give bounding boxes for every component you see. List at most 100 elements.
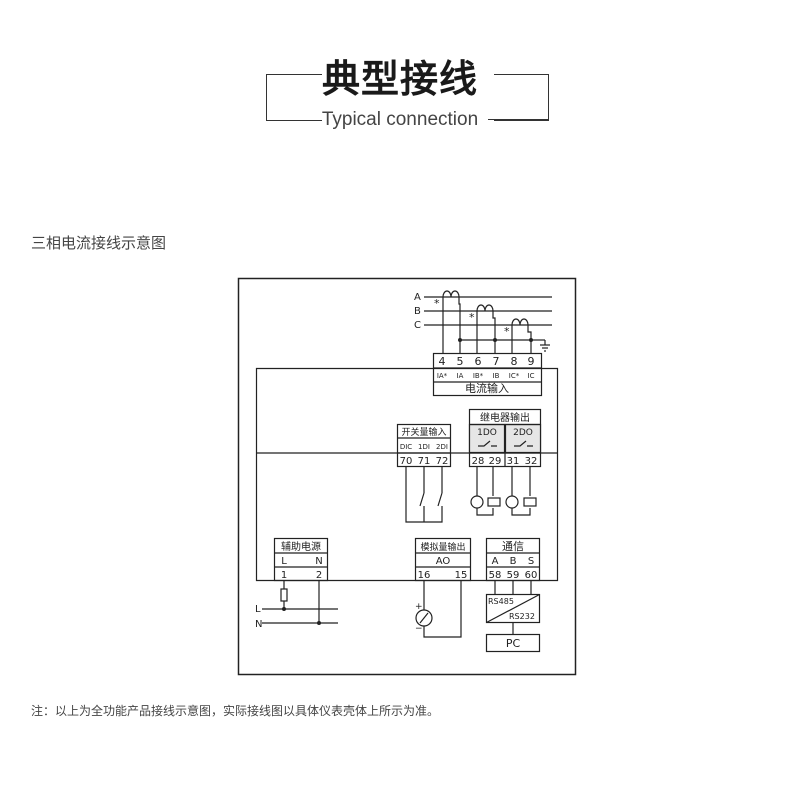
junction-n <box>317 621 321 625</box>
ct-coil-a <box>442 290 460 298</box>
signal-ic: IC <box>528 372 535 380</box>
communication-block <box>485 537 541 582</box>
terminal-9: 9 <box>528 355 535 368</box>
meter-minus: − <box>415 624 423 634</box>
junction-c <box>529 338 533 342</box>
analog-output-title: 模拟量输出 <box>420 541 465 553</box>
current-input-block <box>432 352 543 397</box>
signal-ic-star: IC* <box>509 372 520 380</box>
rs485-rs232-converter <box>485 593 541 624</box>
ct-mark-a: * <box>434 297 440 310</box>
terminal-29: 29 <box>489 456 502 467</box>
section-label: 三相电流接线示意图 <box>31 234 167 252</box>
terminal-28: 28 <box>472 456 485 467</box>
relay-coil-1do <box>487 497 501 507</box>
current-signals: IA* IA IB* IB IC* IC <box>437 372 535 380</box>
junction-b <box>493 338 497 342</box>
terminal-32: 32 <box>525 456 538 467</box>
aux-power-wiring <box>283 581 320 623</box>
analog-output-wiring <box>423 581 462 638</box>
header-frame-bottom-right <box>488 119 548 120</box>
aux-signal-l: L <box>281 556 287 567</box>
relay-channel-1do: 1DO <box>477 428 497 438</box>
terminal-4: 4 <box>439 355 446 368</box>
terminal-5: 5 <box>457 355 464 368</box>
relay-channel-2do: 2DO <box>513 428 533 438</box>
relay-coil-2do <box>523 497 537 507</box>
ct-coil-c <box>511 318 529 326</box>
terminal-2: 2 <box>316 570 322 581</box>
relay-circuit-2do <box>511 467 531 516</box>
terminal-72: 72 <box>436 456 449 467</box>
signal-2di: 2DI <box>436 443 448 451</box>
terminal-6: 6 <box>475 355 482 368</box>
current-input-title: 电流输入 <box>465 381 509 395</box>
analog-signal-ao: AO <box>436 556 451 567</box>
signal-dic: DIC <box>400 443 412 451</box>
header-frame-right <box>494 74 549 121</box>
converter-top-label: RS485 <box>488 597 514 606</box>
signal-1di: 1DI <box>418 443 430 451</box>
communication-wiring <box>494 581 532 594</box>
communication-title: 通信 <box>502 540 524 553</box>
signal-ia-star: IA* <box>437 372 448 380</box>
ct-mark-c: * <box>504 325 510 338</box>
ct-coil-b <box>476 304 494 312</box>
pc-label: PC <box>506 637 521 650</box>
comm-signal-a: A <box>492 556 499 567</box>
terminal-31: 31 <box>507 456 520 467</box>
line-l-label: L <box>255 604 261 615</box>
phase-c-label: C <box>414 320 421 331</box>
comm-signal-b: B <box>510 556 517 567</box>
meter-plus: + <box>415 602 423 612</box>
analog-output-block <box>414 537 472 582</box>
ct-lead-c <box>527 325 532 354</box>
line-n-label: N <box>255 619 262 630</box>
phase-a-label: A <box>414 292 421 303</box>
terminal-7: 7 <box>493 355 500 368</box>
junction-l <box>282 607 286 611</box>
terminal-71: 71 <box>418 456 431 467</box>
relay-contact-1do <box>478 440 497 447</box>
signal-ib-star: IB* <box>473 372 484 380</box>
terminal-70: 70 <box>400 456 413 467</box>
converter-bottom-label: RS232 <box>509 612 535 621</box>
relay-lamp-2do <box>505 495 519 509</box>
switch-input-title: 开关量输入 <box>401 426 446 438</box>
phase-b-label: B <box>414 306 421 317</box>
terminal-58: 58 <box>489 570 502 581</box>
diagram-frame <box>237 277 577 676</box>
terminal-16: 16 <box>418 570 431 581</box>
relay-output-title: 继电器输出 <box>480 411 530 424</box>
page-title: 典型接线 <box>321 57 478 101</box>
page-subtitle: Typical connection <box>321 109 479 130</box>
aux-power-block <box>273 537 329 582</box>
header-frame-left <box>266 74 322 121</box>
signal-ib: IB <box>493 372 500 380</box>
ct-lead-b <box>492 311 496 354</box>
terminal-15: 15 <box>455 570 468 581</box>
analog-meter-needle <box>419 612 429 624</box>
junction-a <box>458 338 462 342</box>
aux-signal-n: N <box>315 556 322 567</box>
pc-box <box>485 633 541 653</box>
switch-contacts <box>405 467 443 523</box>
current-terminal-numbers: 4 5 6 7 8 9 <box>439 355 535 368</box>
signal-ia: IA <box>457 372 464 380</box>
comm-signal-s: S <box>528 556 534 567</box>
relay-2do-area <box>504 423 542 454</box>
terminal-59: 59 <box>507 570 520 581</box>
ct-mark-b: * <box>469 311 475 324</box>
switch-input-block <box>396 423 452 468</box>
converter-diagonal <box>486 593 540 624</box>
relay-circuit-1do <box>476 467 494 516</box>
ct-lead-a <box>458 297 461 354</box>
terminal-8: 8 <box>511 355 518 368</box>
aux-power-title: 辅助电源 <box>281 540 321 553</box>
terminal-60: 60 <box>525 570 538 581</box>
analog-meter <box>415 609 433 627</box>
fuse <box>280 588 288 602</box>
footnote: 注：以上为全功能产品接线示意图，实际接线图以具体仪表壳体上所示为准。 <box>31 704 440 718</box>
terminal-1: 1 <box>281 570 287 581</box>
